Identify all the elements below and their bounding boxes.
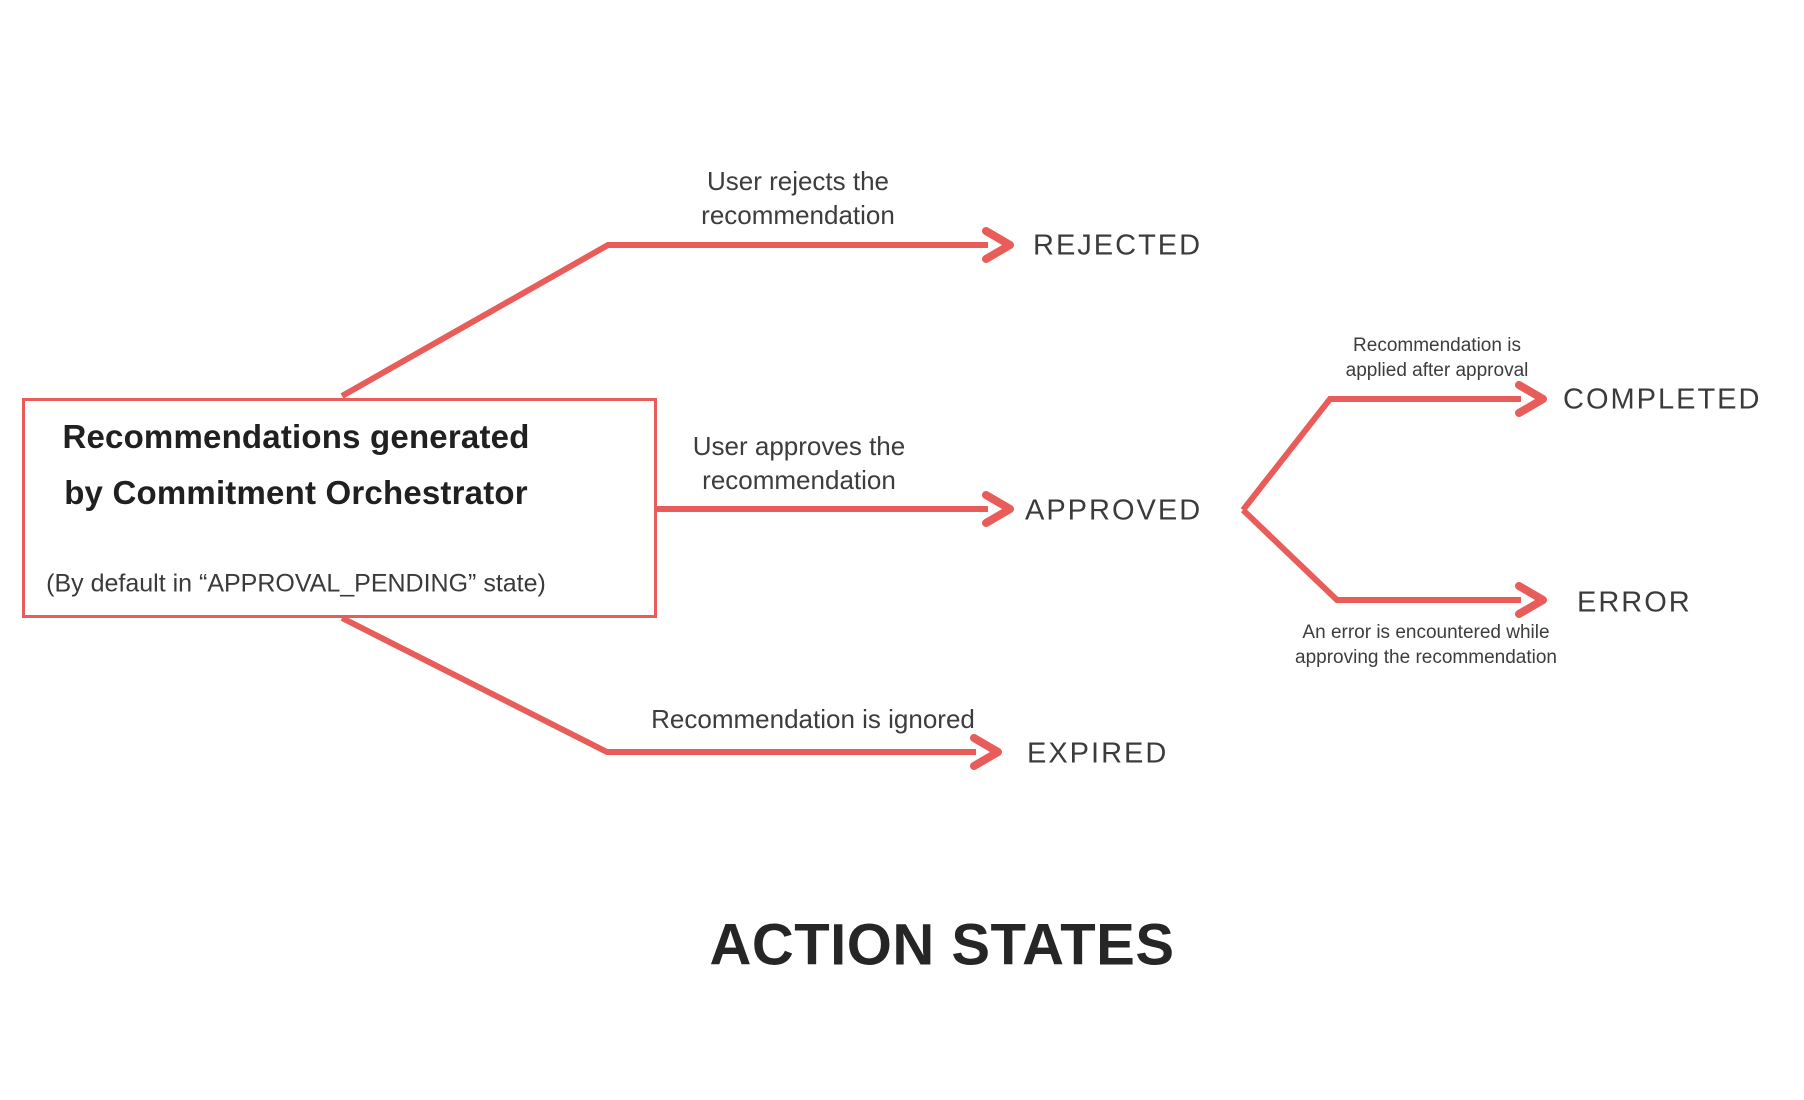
arrow-to-rejected (340, 227, 1014, 399)
source-box-subtitle: (By default in “APPROVAL_PENDING” state) (46, 569, 546, 598)
arrow-to-completed (1240, 381, 1547, 512)
source-box-title-line1: Recommendations generated (62, 418, 530, 455)
arrow-to-expired (340, 615, 1002, 770)
state-approved: APPROVED (1025, 494, 1203, 527)
edge-label-error-line2: approving the recommendation (1295, 647, 1557, 668)
state-rejected: REJECTED (1033, 229, 1203, 262)
arrow-to-error (1240, 507, 1547, 618)
edge-label-approved-line2: recommendation (702, 465, 896, 495)
edge-label-expired: Recommendation is ignored (651, 704, 975, 734)
edge-label-completed-line2: applied after approval (1345, 360, 1529, 381)
edge-label-approved: User approves the recommendation (693, 429, 905, 497)
edge-label-rejected-line1: User rejects the (706, 166, 890, 196)
state-error: ERROR (1577, 586, 1692, 619)
source-box-title-line2: by Commitment Orchestrator (64, 474, 528, 511)
state-completed: COMPLETED (1563, 383, 1762, 416)
edge-label-completed: Recommendation is applied after approval (1346, 333, 1529, 383)
edge-label-completed-line1: Recommendation is (1353, 335, 1521, 356)
edge-label-error: An error is encountered while approving … (1295, 620, 1557, 670)
edge-label-approved-line1: User approves the (692, 431, 906, 461)
source-box-title: Recommendations generated by Commitment … (0, 409, 606, 521)
diagram-title: ACTION STATES (709, 912, 1175, 978)
edge-label-rejected: User rejects the recommendation (701, 164, 895, 232)
edge-label-rejected-line2: recommendation (701, 200, 895, 230)
source-box (22, 398, 657, 618)
edge-label-error-line1: An error is encountered while (1302, 622, 1550, 643)
state-expired: EXPIRED (1027, 737, 1169, 770)
